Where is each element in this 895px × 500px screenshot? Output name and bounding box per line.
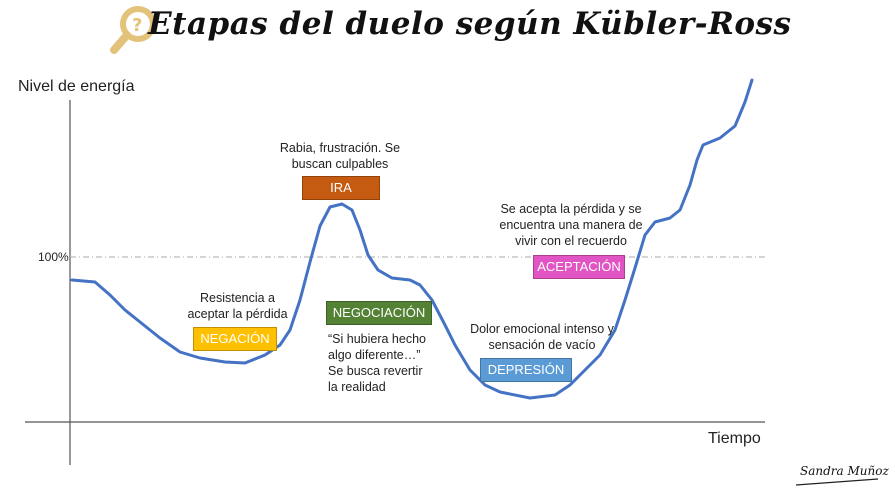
negacion-description: Resistencia a aceptar la pérdida <box>187 291 288 321</box>
svg-text:?: ? <box>132 15 142 36</box>
stage-aceptacion: ACEPTACIÓN <box>533 255 625 279</box>
negociacion-description: “Si hubiera hecho algo diferente…” Se bu… <box>328 332 426 394</box>
page-title: Etapas del duelo según Kübler-Ross <box>148 6 792 42</box>
x-axis-label: Tiempo <box>708 430 761 447</box>
depresion-description: Dolor emocional intenso y sensación de v… <box>470 322 614 352</box>
energy-curve <box>70 78 754 400</box>
reference-line-label: 100% <box>38 250 69 264</box>
stage-depresion: DEPRESIÓN <box>480 358 572 382</box>
signature: Sandra Muñoz <box>800 464 889 478</box>
magnifier-logo-icon: ? <box>110 6 156 54</box>
y-axis-label: Nivel de energía <box>18 78 135 95</box>
stage-negociacion: NEGOCIACIÓN <box>326 301 432 325</box>
signature-underline <box>795 478 879 486</box>
stage-ira: IRA <box>302 176 380 200</box>
stage-negacion: NEGACIÓN <box>193 327 277 351</box>
ira-description: Rabia, frustración. Se buscan culpables <box>279 141 401 171</box>
aceptacion-description: Se acepta la pérdida y se encuentra una … <box>499 202 643 248</box>
